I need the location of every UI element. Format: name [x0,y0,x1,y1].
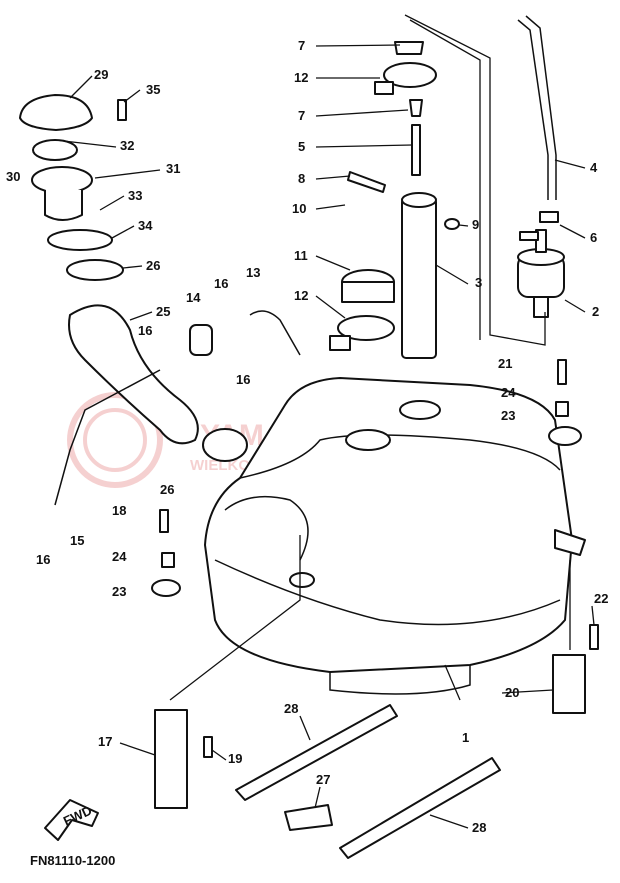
callout-19: 19 [228,751,242,766]
callout-7b: 7 [298,108,305,123]
frame-line [404,14,546,346]
callout-23a: 23 [112,584,126,599]
callouts: 1 2 3 4 5 6 7 7 8 9 10 11 12 12 13 14 15… [6,38,608,835]
nut [444,218,460,230]
strip-28-upper [235,704,398,801]
callout-30: 30 [6,169,20,184]
leader-17 [169,535,301,701]
callout-23b: 23 [501,408,515,423]
callout-16b: 16 [138,323,152,338]
bolt-22 [589,624,599,650]
callout-3: 3 [475,275,482,290]
drain-hose [54,369,161,506]
filler-hose [68,304,199,445]
frame-line-2 [409,19,481,340]
bracket-17 [154,709,188,809]
callout-26a: 26 [146,258,160,273]
callout-18: 18 [112,503,126,518]
clip-top [394,41,424,55]
callout-12b: 12 [294,288,308,303]
callout-8: 8 [298,171,305,186]
callout-15: 15 [70,533,84,548]
collar-24-right [555,401,569,417]
clamp-screw [374,81,394,95]
pad-27 [284,804,333,831]
callout-9: 9 [472,217,479,232]
callout-24a: 24 [112,549,127,564]
clamp-screw-mid [329,335,351,351]
callout-27: 27 [316,772,330,787]
fuel-filter [517,229,565,318]
callout-2: 2 [592,304,599,319]
callout-21: 21 [498,356,512,371]
bolt-21 [557,359,567,385]
callout-leaders [54,44,595,829]
leader-1 [444,664,461,701]
callout-28a: 28 [284,701,298,716]
callout-6: 6 [590,230,597,245]
callout-34: 34 [138,218,153,233]
fwd-arrow: FWD [44,799,99,841]
breather-pipe [401,192,437,359]
callout-26b: 26 [160,482,174,497]
callout-31: 31 [166,161,180,176]
fuel-tank [204,377,586,695]
hose-clamp-lower [202,428,248,462]
collar-24 [161,552,175,568]
callout-4: 4 [590,160,598,175]
callout-16d: 16 [36,552,50,567]
callout-32: 32 [120,138,134,153]
breather-rods [517,15,557,200]
bolt-18 [159,509,169,533]
callout-13: 13 [246,265,260,280]
diagram-code: FN81110-1200 [30,853,115,868]
pin [411,124,421,176]
callout-17: 17 [98,734,112,749]
callout-14: 14 [186,290,201,305]
callout-11: 11 [294,248,308,263]
callout-7a: 7 [298,38,305,53]
fuel-cock [189,324,213,356]
fitting-left [519,231,539,241]
callout-1: 1 [462,730,469,745]
callout-29: 29 [94,67,108,82]
callout-5: 5 [298,139,305,154]
grommet-body [341,281,395,303]
callout-16a: 16 [214,276,228,291]
callout-12a: 12 [294,70,308,85]
callout-35: 35 [146,82,160,97]
bolt-19 [203,736,213,758]
callout-25: 25 [156,304,170,319]
callout-16c: 16 [236,372,250,387]
callout-28b: 28 [472,820,486,835]
callout-33: 33 [128,188,142,203]
clip [409,99,423,117]
damper-23-right [548,426,582,446]
fuel-hose [249,310,301,356]
damper-23 [151,579,181,597]
callout-10: 10 [292,201,306,216]
callout-24b: 24 [501,385,516,400]
callout-22: 22 [594,591,608,606]
hose-clamp-top [383,62,437,88]
fuel-cap-assembly [19,94,127,281]
hose-clamp-mid [337,315,395,341]
bracket-20 [552,654,586,714]
bolt [347,171,386,193]
strip-28-lower [339,757,501,859]
fitting-right [539,211,559,223]
